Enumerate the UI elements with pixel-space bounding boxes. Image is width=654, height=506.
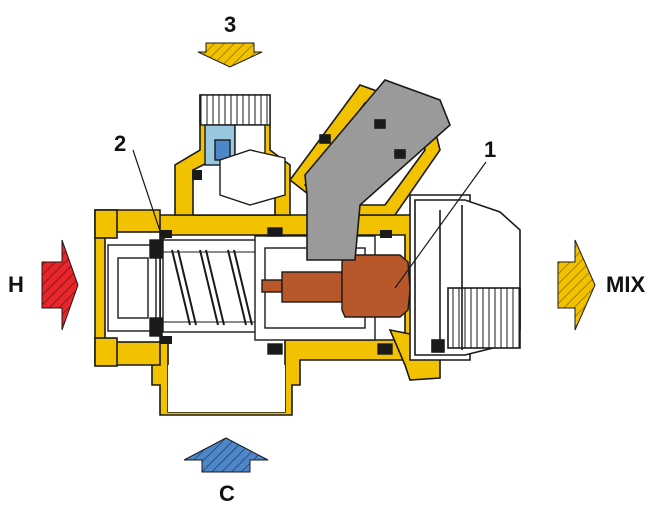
port-3-label: 3 [224, 12, 237, 37]
outlet-union [388, 194, 521, 381]
hot-inlet-label: H [8, 272, 24, 297]
mix-outlet-label: MIX [606, 272, 646, 297]
part-1-label: 1 [484, 137, 497, 162]
mixing-spring [162, 239, 262, 333]
port-3-arrow-icon [197, 42, 263, 68]
port-3-fitting [199, 94, 286, 206]
part-2-label: 2 [114, 131, 127, 156]
inlet-check-cartridge [107, 239, 163, 337]
hot-inlet-arrow-icon [41, 239, 79, 331]
thermostatic-element [261, 254, 411, 318]
mix-outlet-arrow-icon [557, 239, 596, 331]
adjustment-housing [288, 79, 451, 261]
o-rings [160, 170, 392, 344]
cold-inlet-arrow-icon [183, 437, 269, 473]
cold-inlet-label: C [219, 481, 235, 506]
leader-lines [132, 149, 487, 289]
